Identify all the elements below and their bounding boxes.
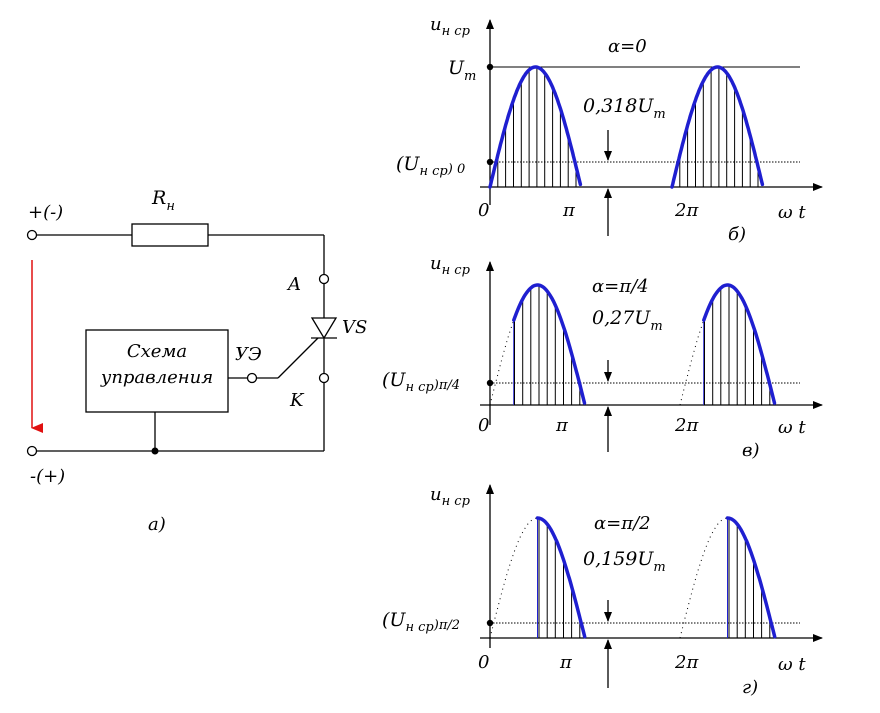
waveform-marks — [488, 65, 800, 189]
alpha-label: α=π/2 — [594, 513, 651, 534]
waveform-plot-alpha-pi-4: uн ср α=π/4 0,27Um (Uн ср)π/4 0 π 2π ω t… — [382, 253, 823, 461]
x-tick-0: 0 — [478, 200, 489, 221]
cathode-pin — [318, 372, 330, 384]
conducting-half-wave-2 — [725, 516, 777, 639]
avg-level-label: (Uн ср) 0 — [396, 153, 465, 179]
alpha-label: α=π/4 — [592, 276, 649, 297]
anode-pin — [318, 273, 330, 285]
alpha-label: α=0 — [608, 36, 647, 57]
terminal-top-label: +(-) — [28, 202, 63, 223]
y-axis-label: uн ср — [430, 253, 471, 278]
x-axis-label: ω t — [778, 202, 806, 223]
avg-level-label: (Uн ср)π/4 — [382, 369, 460, 395]
x-tick-pi: π — [559, 652, 573, 673]
avg-value-label: 0,27Um — [592, 307, 663, 334]
control-circuit-box — [85, 329, 229, 413]
x-tick-0: 0 — [478, 415, 489, 436]
waveform-plot-alpha-0: uн ср α=0 Um 0,318Um (Uн ср) 0 0 π 2π ω … — [396, 14, 823, 245]
conducting-half-wave-2 — [670, 65, 765, 189]
cathode-label: K — [289, 390, 305, 411]
conducting-half-wave-1 — [535, 516, 587, 639]
waveform-marks — [489, 283, 800, 406]
plot-caption: б) — [728, 224, 746, 245]
blocked-half-wave-1 — [489, 320, 515, 406]
plot-caption: г) — [742, 677, 758, 698]
x-tick-2pi: 2π — [674, 415, 699, 436]
x-tick-pi: π — [562, 200, 576, 221]
blocked-half-wave-1 — [489, 517, 538, 639]
control-box-line2: управления — [100, 367, 213, 388]
thyristor-label: VS — [342, 317, 367, 338]
x-tick-0: 0 — [478, 652, 489, 673]
conducting-half-wave-2 — [702, 283, 777, 405]
waveform-marks — [489, 516, 800, 639]
control-electrode-label: УЭ — [235, 344, 262, 365]
x-tick-2pi: 2π — [674, 652, 699, 673]
circuit-schematic: +(-) -(+) Rн Схема управления УЭ A K VS … — [26, 187, 367, 535]
x-axis-label: ω t — [778, 654, 806, 675]
resistor-label: Rн — [151, 187, 175, 214]
control-box-line1: Схема — [127, 341, 187, 362]
waveform-plot-alpha-pi-2: uн ср α=π/2 0,159Um (Uн ср)π/2 0 π 2π ω … — [382, 484, 823, 698]
anode-label: A — [286, 274, 301, 295]
junction-dot — [151, 447, 159, 455]
avg-value-label: 0,159Um — [583, 548, 666, 575]
y-axis-label: uн ср — [430, 14, 471, 39]
avg-level-label: (Uн ср)π/2 — [382, 609, 460, 635]
y-axis-label: uн ср — [430, 484, 471, 509]
avg-value-label: 0,318Um — [583, 95, 666, 122]
x-tick-pi: π — [555, 415, 569, 436]
blocked-half-wave-2 — [679, 517, 728, 639]
gate-lead — [277, 337, 319, 379]
x-axis-label: ω t — [778, 417, 806, 438]
terminal-bottom-label: -(+) — [30, 466, 65, 487]
x-tick-2pi: 2π — [674, 200, 699, 221]
conducting-half-wave-1 — [512, 283, 587, 405]
circuit-caption: а) — [148, 514, 166, 535]
blocked-half-wave-2 — [679, 320, 705, 406]
load-resistor — [131, 223, 209, 247]
terminal-top — [26, 229, 38, 241]
conducting-half-wave-1 — [488, 65, 583, 189]
control-electrode-pin — [246, 372, 258, 384]
amplitude-label: Um — [448, 57, 476, 84]
amplitude-dot — [486, 63, 494, 71]
thyristor-triangle — [310, 317, 338, 340]
terminal-bottom — [26, 445, 38, 457]
plot-caption: в) — [742, 440, 760, 461]
